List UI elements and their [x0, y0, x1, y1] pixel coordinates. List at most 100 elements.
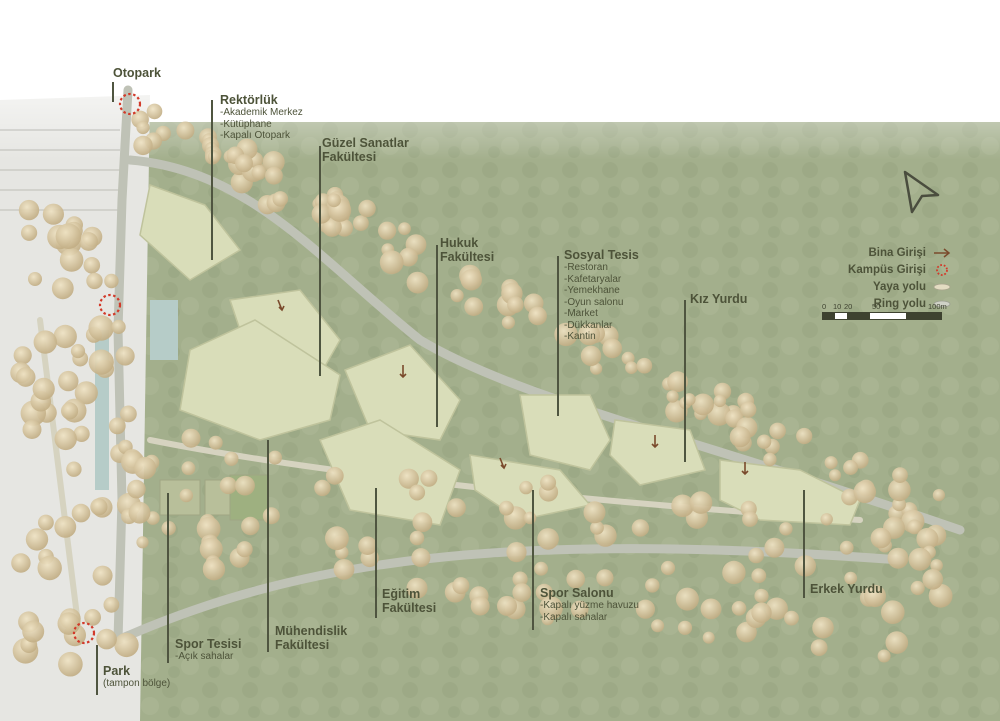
tree — [265, 166, 283, 185]
building-entrance-arrows — [277, 299, 749, 476]
tree — [58, 651, 83, 677]
tree — [251, 165, 267, 180]
tree — [399, 247, 418, 267]
label-sosyal-tesis: Sosyal Tesis -Restoran -Kafetaryalar -Ye… — [564, 248, 639, 343]
building-entrance-arrow — [741, 462, 749, 476]
tree — [325, 466, 344, 485]
legend-item-yaya-yolu: Yaya yolu — [848, 278, 952, 295]
tree — [38, 514, 54, 531]
tree — [523, 511, 537, 525]
sosyal-tesis-item: -Kantin — [564, 331, 596, 343]
tree — [907, 519, 922, 535]
scale-bar: 0 10 20 50 100m — [822, 302, 947, 320]
tree — [379, 250, 404, 275]
tree — [104, 273, 119, 289]
tree — [501, 315, 515, 330]
tree — [881, 600, 905, 624]
tree — [910, 580, 925, 596]
tree — [13, 346, 32, 365]
tree — [756, 434, 772, 449]
tree — [66, 461, 82, 477]
tree — [333, 559, 355, 580]
tree — [83, 257, 101, 274]
tree — [202, 558, 226, 581]
tree — [885, 631, 909, 654]
tree — [707, 402, 731, 426]
tree — [146, 103, 163, 120]
tree — [136, 120, 150, 135]
tree — [537, 528, 559, 550]
tree — [497, 595, 517, 616]
leader-spor-salonu — [532, 490, 534, 630]
tree — [566, 569, 585, 589]
tree — [602, 338, 622, 359]
tree — [51, 277, 74, 300]
tree — [636, 357, 653, 374]
spor-salonu-item: -Kapalı yüzme havuzu — [540, 600, 639, 612]
tree — [631, 519, 650, 537]
tree — [870, 527, 892, 549]
road-swatch-icon — [932, 298, 952, 310]
tree — [88, 315, 114, 341]
tree — [409, 530, 425, 546]
tree — [111, 319, 126, 334]
tree — [37, 555, 62, 581]
tree — [671, 494, 694, 518]
tree — [751, 568, 767, 584]
park-sub: (tampon bölge) — [103, 678, 171, 690]
tree — [199, 537, 223, 561]
spor-tesisi-title: Spor Tesisi — [175, 637, 242, 651]
tree — [754, 588, 769, 604]
sosyal-tesis-item: -Dükkanlar — [564, 319, 613, 331]
leader-spor-tesisi — [167, 493, 169, 663]
label-erkek-yurdu: Erkek Yurdu — [810, 582, 883, 596]
guzel-sanatlar-title-2: Fakültesi — [322, 150, 377, 165]
tree — [888, 478, 911, 502]
tree — [625, 361, 638, 375]
label-guzel-sanatlar: Güzel Sanatlar Fakültesi — [322, 136, 409, 165]
tree — [235, 154, 253, 173]
tree — [119, 405, 137, 423]
spor-salonu-item: -Kapalı sahalar — [540, 611, 608, 623]
campus-entrance-marker — [98, 293, 122, 317]
building-entrance-arrow — [499, 457, 507, 470]
tree — [18, 199, 40, 221]
rektorluk-item: -Kapalı Otopark — [220, 130, 291, 142]
tree — [512, 571, 528, 587]
tree — [460, 269, 482, 291]
sosyal-tesis-title: Sosyal Tesis — [564, 248, 639, 262]
tree — [677, 620, 693, 635]
dotted-circle-icon — [932, 263, 952, 276]
tree — [829, 469, 841, 482]
tree — [90, 498, 108, 516]
building-entrance-arrow — [651, 435, 659, 449]
tree — [86, 272, 103, 290]
tree — [528, 306, 547, 326]
tree — [53, 324, 77, 349]
label-spor-tesisi: Spor Tesisi -Açık sahalar — [175, 637, 241, 663]
tree — [58, 370, 79, 392]
tree — [398, 222, 411, 236]
tree — [420, 469, 438, 487]
sosyal-tesis-item: -Oyun salonu — [564, 296, 624, 308]
rektorluk-item: -Kütüphane — [220, 118, 272, 130]
tree — [92, 565, 113, 586]
tree — [554, 322, 578, 347]
tree — [73, 425, 90, 442]
tree — [358, 199, 376, 218]
legend-label: Bina Girişi — [868, 246, 926, 259]
tree — [722, 560, 746, 585]
tree — [358, 536, 377, 555]
tree — [28, 272, 42, 286]
tree — [742, 511, 758, 527]
label-rektorluk: Rektörlük -Akademik Merkez -Kütüphane -K… — [220, 93, 303, 142]
tree — [327, 193, 341, 208]
label-otopark: Otopark — [113, 66, 161, 80]
tree — [651, 619, 665, 633]
tree — [21, 224, 38, 241]
tree — [692, 393, 714, 416]
kiz-yurdu-title: Kız Yurdu — [690, 292, 748, 306]
tree — [32, 377, 55, 400]
legend-label: Yaya yolu — [872, 280, 926, 293]
